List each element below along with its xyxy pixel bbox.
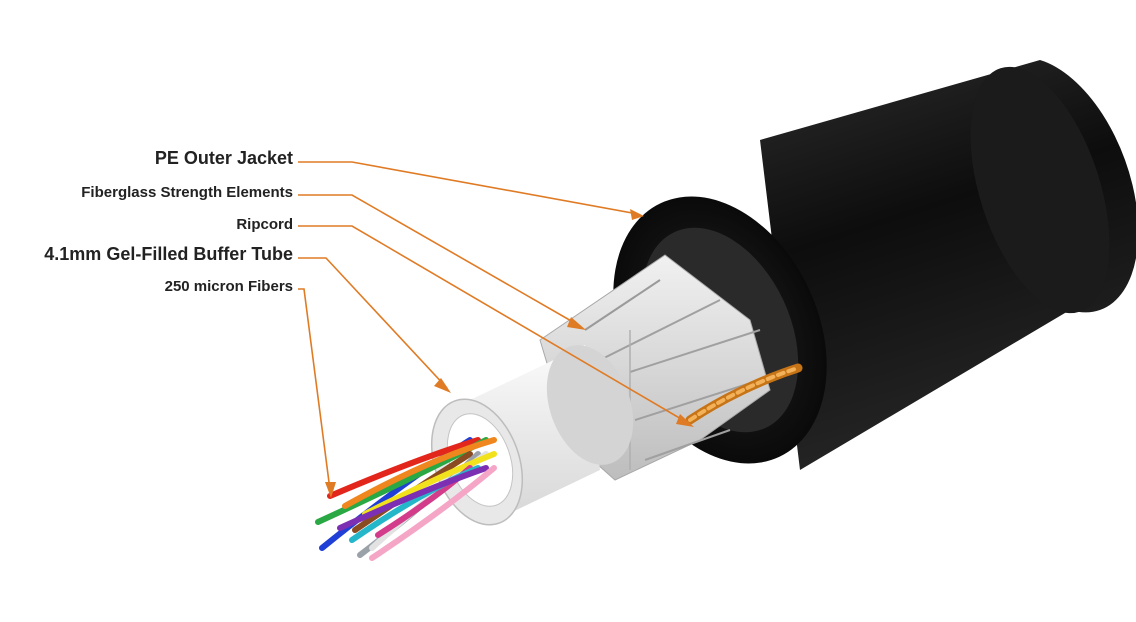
fiber-strand [337,465,489,531]
fibers [315,437,497,561]
label-250-micron-fibers: 250 micron Fibers [164,278,293,295]
leader-lines [298,161,694,498]
label-fiberglass-strength-elements: Fiberglass Strength Elements [81,184,293,201]
fiber-strand [369,465,497,561]
leader-fibers [298,288,331,491]
leader-fibers-arrowhead [325,482,336,498]
leader-strength [298,194,581,327]
leader-ripcord [298,225,689,424]
leader-jacket-arrowhead [630,209,644,220]
fiber-strand [327,437,481,499]
leader-strength-arrowhead [567,317,586,330]
leader-ripcord-arrowhead [676,414,694,427]
leader-jacket [298,161,639,215]
leader-buffer-arrowhead [434,378,451,393]
fiber-strand [362,451,497,517]
label-pe-outer-jacket: PE Outer Jacket [154,148,293,168]
label-ripcord: Ripcord [236,216,293,233]
label-buffer-tube: 4.1mm Gel-Filled Buffer Tube [44,244,293,264]
leader-buffer [298,257,448,389]
fiber-strand [342,437,497,509]
ripcord [685,363,803,425]
